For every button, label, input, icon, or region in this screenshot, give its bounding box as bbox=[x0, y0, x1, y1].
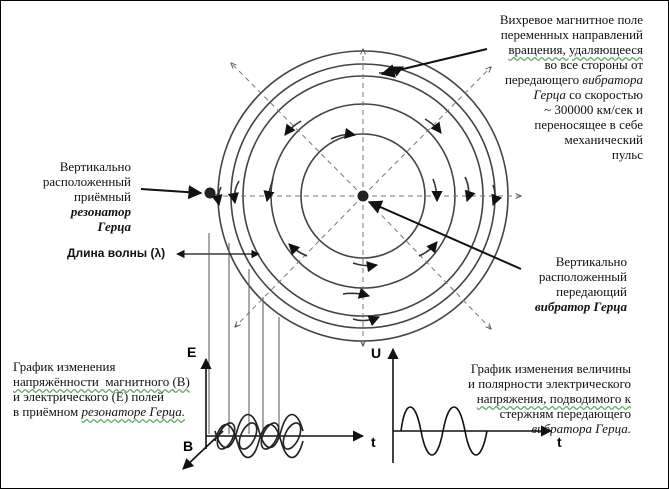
right-graph-line: напряжения, подводимого к bbox=[476, 391, 631, 406]
em-wave-loop bbox=[260, 422, 280, 450]
transmitter-line: вибратор Герца bbox=[534, 299, 627, 314]
vortex-line: Вихревое магнитное поле bbox=[499, 12, 643, 27]
t-axis-left-label: t bbox=[371, 434, 376, 450]
em-wave-loop bbox=[216, 422, 236, 450]
wavelength-label: Длина волны (λ) bbox=[67, 246, 166, 260]
rot-arrow bbox=[464, 176, 476, 203]
rot-arrow bbox=[491, 184, 502, 207]
field-ring-1 bbox=[300, 133, 426, 259]
receiver-line: приёмный bbox=[73, 189, 131, 204]
t-axis-right-label: t bbox=[557, 434, 562, 450]
receiver-line: расположенный bbox=[42, 174, 131, 189]
right-graph-axes bbox=[387, 347, 553, 463]
right-graph-line: и полярности электрического bbox=[467, 376, 631, 391]
transmitter-line: расположенный bbox=[538, 269, 627, 284]
receiver-label: Вертикально расположенный приёмный резон… bbox=[9, 159, 131, 234]
u-axis-label: U bbox=[371, 345, 381, 361]
right-graph-line: График изменения величины bbox=[470, 361, 631, 376]
receiver-line: Герца bbox=[97, 219, 131, 234]
receiver-dot bbox=[204, 187, 216, 199]
transmitter-line: Вертикально bbox=[555, 254, 627, 269]
vortex-line: ~ 300000 км/сек и bbox=[544, 102, 643, 117]
rot-arrow bbox=[284, 120, 302, 136]
rot-arrow bbox=[227, 180, 240, 205]
left-graph-label: График изменения напряжённости магнитног… bbox=[13, 359, 213, 419]
left-graph-line: в приёмном резонаторе Герца. bbox=[13, 404, 186, 419]
ray-upright bbox=[362, 67, 491, 197]
ray-upleft bbox=[231, 63, 364, 197]
rot-arrow bbox=[342, 287, 371, 299]
left-graph-line: График изменения bbox=[13, 359, 116, 374]
transmitter-line: передающий bbox=[556, 284, 627, 299]
receiver-line: Вертикально bbox=[59, 159, 131, 174]
rot-arrow bbox=[263, 178, 275, 203]
left-graph-line: и электрического (Е) полей bbox=[13, 389, 164, 404]
vortex-line: переменных направлений bbox=[500, 27, 643, 42]
e-axis-label: E bbox=[187, 344, 196, 360]
vortex-line: во все стороны от bbox=[544, 57, 643, 72]
em-wave-curve bbox=[214, 413, 304, 449]
right-graph-line: стержням передающего bbox=[499, 406, 631, 421]
em-wave-loop bbox=[238, 422, 258, 450]
receiver-line: резонатор bbox=[70, 204, 131, 219]
rot-arrow bbox=[431, 178, 443, 203]
vortex-pointer bbox=[380, 48, 488, 78]
transmitter-label: Вертикально расположенный передающий виб… bbox=[471, 254, 627, 314]
vortex-line: вращения, удаляющееся bbox=[508, 42, 643, 57]
vortex-line: переносящее в себе bbox=[534, 117, 643, 132]
voltage-sine-wave bbox=[400, 406, 488, 456]
em-wave-loop bbox=[282, 422, 302, 450]
transmitter-dot bbox=[357, 190, 369, 202]
rot-arrow bbox=[330, 127, 357, 140]
vortex-line: пульс bbox=[611, 147, 643, 162]
transmitter-pointer bbox=[367, 200, 522, 270]
right-graph-line: вибратора Герца. bbox=[531, 421, 631, 436]
receiver-pointer bbox=[140, 185, 203, 200]
em-wave-curve bbox=[214, 423, 304, 459]
em-wave bbox=[214, 413, 304, 459]
rot-arrow bbox=[352, 315, 381, 327]
b-axis-label: B bbox=[183, 438, 193, 454]
radial-rays bbox=[213, 49, 521, 346]
right-graph-label: График изменения величины и полярности э… bbox=[431, 361, 631, 436]
rot-arrow bbox=[211, 186, 223, 207]
rot-arrow bbox=[418, 241, 438, 257]
pointer-arrows bbox=[140, 48, 522, 270]
drop-lines bbox=[208, 233, 280, 434]
rot-arrow bbox=[424, 118, 442, 134]
rot-arrow bbox=[352, 261, 379, 273]
left-graph-line: напряжённости магнитного (В) bbox=[13, 374, 190, 389]
vortex-line: передающего вибратора bbox=[504, 72, 643, 87]
ray-downleft bbox=[235, 195, 364, 327]
vortex-line: механический bbox=[564, 132, 643, 147]
vortex-field-label: Вихревое магнитное поле переменных напра… bbox=[441, 12, 643, 162]
rot-arrow bbox=[288, 243, 308, 257]
vortex-line: Герца со скоростью bbox=[533, 87, 643, 102]
ray-downright bbox=[362, 195, 491, 329]
